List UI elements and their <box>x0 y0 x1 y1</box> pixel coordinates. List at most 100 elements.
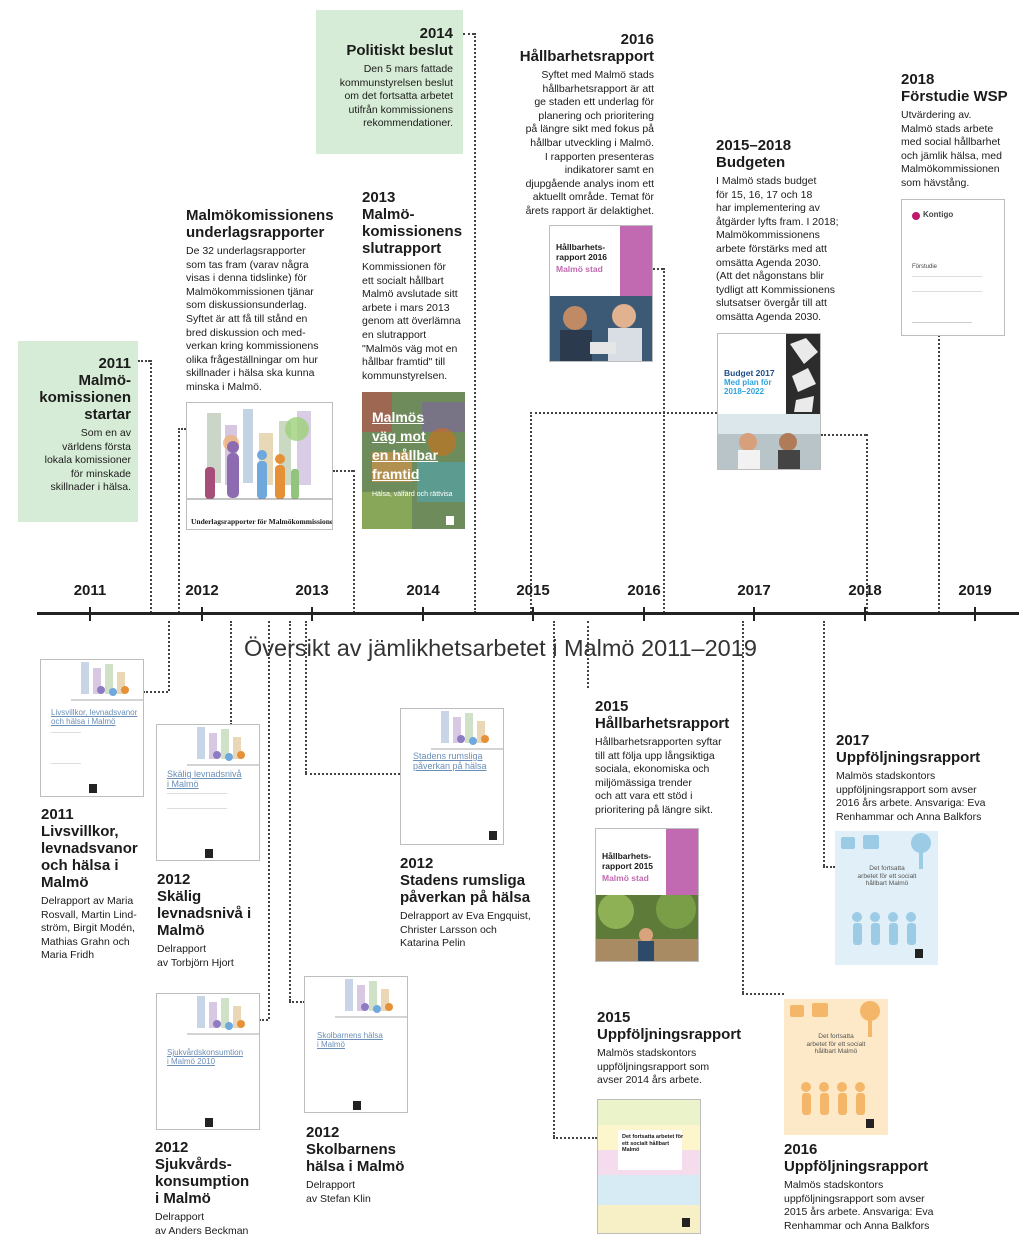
event-budget: 2015–2018 Budgeten I Malmö stads budget … <box>716 137 866 325</box>
cover-subtitle: Malmö stad <box>602 873 649 883</box>
cover-title: Förstudie <box>912 264 938 270</box>
cover-underlagsrapporter: Underlagsrapporter för Malmökommissionen <box>186 402 333 530</box>
connector <box>938 320 940 613</box>
connector <box>289 621 291 1001</box>
event-2016: 2016 Hållbarhetsrapport Syftet med Malmö… <box>500 31 654 219</box>
cover-subtitle: Hälsa, välfärd och rättvisa <box>372 491 453 498</box>
event-year: 2014 <box>419 25 453 42</box>
cover-forstudie-wsp: Kontigo Förstudie <box>901 199 1005 336</box>
cover-uppfoljning-2016: Det fortsatta arbetet för ett socialt hå… <box>784 999 888 1135</box>
report-title: Uppföljningsrapport <box>597 1026 742 1043</box>
report-year: 2012 <box>157 871 191 888</box>
cover-sjukvard: Sjukvårdskonsumtion i Malmö 2010 <box>156 993 260 1130</box>
cover-pink-panel <box>666 829 698 895</box>
axis-tick <box>643 607 645 621</box>
report-skolbarnens: 2012 Skolbarnens hälsa i Malmö Delrappor… <box>306 1124 426 1206</box>
connector <box>742 993 784 995</box>
cover-title: Det fortsatta arbetet för ett socialt hå… <box>806 1033 866 1055</box>
axis-tick <box>89 607 91 621</box>
connector <box>742 621 744 993</box>
report-title: Uppföljningsrapport <box>784 1158 929 1175</box>
event-text: Som en av världens första lokala komissi… <box>44 427 131 494</box>
cover-title: Hållbarhets- rapport 2015 <box>602 851 654 871</box>
event-text: De 32 underlagsrapporter som tas fram (v… <box>186 245 319 393</box>
timeline-axis <box>37 612 1019 615</box>
report-title: Livsvillkor, levnadsvanor och hälsa i Ma… <box>41 823 138 891</box>
connector <box>663 268 665 613</box>
malmo-logo-icon <box>489 831 497 840</box>
axis-tick <box>753 607 755 621</box>
people-illustration <box>790 1001 880 1128</box>
event-underlag: Malmökomissionens underlagsrapporter De … <box>186 207 346 395</box>
report-uppfoljning-2016: 2016 Uppföljningsrapport Malmös stadskon… <box>784 1141 974 1233</box>
cover-hallbarhetsrapport-2016: Hållbarhets- rapport 2016 Malmö stad <box>549 225 653 362</box>
event-title: Politiskt beslut <box>346 42 453 59</box>
cover-title: Det fortsatta arbetet för ett socialt hå… <box>857 865 917 887</box>
event-2014: 2014 Politiskt beslut Den 5 mars fattade… <box>318 25 453 131</box>
connector <box>178 428 186 430</box>
report-title: Skolbarnens hälsa i Malmö <box>306 1141 405 1175</box>
connector <box>653 268 663 270</box>
connector <box>821 434 866 436</box>
connector <box>530 412 717 414</box>
event-2011: 2011 Malmö- komissionen startar Som en a… <box>20 355 131 495</box>
cover-skalig: Skälig levnadsnivå i Malmö <box>156 724 260 861</box>
page-title: Översikt av jämlikhetsarbetet i Malmö 20… <box>244 635 757 661</box>
connector <box>268 621 270 1019</box>
city-illustration <box>187 727 259 766</box>
cover-subtitle: Malmö stad <box>556 264 603 274</box>
malmo-logo-icon <box>205 849 213 858</box>
cover-skolbarnens: Skolbarnens hälsa i Malmö <box>304 976 408 1113</box>
cover-livsvillkor: Livsvillkor, levnadsvanor och hälsa i Ma… <box>40 659 144 797</box>
event-year: 2018 <box>901 71 935 88</box>
connector <box>353 470 355 613</box>
highlight-box-2011 <box>18 341 138 522</box>
connector <box>305 773 400 775</box>
city-illustration <box>335 979 407 1018</box>
event-slutrapport: 2013 Malmö- komissionens slutrapport Kom… <box>362 189 477 383</box>
event-title: Hållbarhetsrapport <box>519 48 654 65</box>
event-year: 2016 <box>620 31 654 48</box>
axis-tick <box>532 607 534 621</box>
event-title: Malmö- komissionens slutrapport <box>362 206 463 257</box>
highlight-box-2014 <box>316 10 463 154</box>
report-year: 2012 <box>155 1139 189 1156</box>
event-title: Malmö- komissionen startar <box>39 372 131 423</box>
report-rumsliga: 2012 Stadens rumsliga påverkan på hälsa … <box>400 855 550 951</box>
report-year: 2012 <box>306 1124 340 1141</box>
cover-title: Sjukvårdskonsumtion i Malmö 2010 <box>167 1048 244 1066</box>
report-title: Skälig levnadsnivå i Malmö <box>157 888 252 939</box>
report-title: Sjukvårds- konsumption i Malmö <box>155 1156 250 1207</box>
event-year: 2015–2018 <box>716 137 792 154</box>
event-year: 2011 <box>98 355 131 372</box>
report-year: 2012 <box>400 855 434 872</box>
cover-label-box <box>618 1130 682 1170</box>
axis-tick <box>864 607 866 621</box>
malmo-logo-icon <box>446 516 454 525</box>
event-text: I Malmö stads budget för 15, 16, 17 och … <box>716 175 839 323</box>
connector <box>333 470 353 472</box>
cover-text-lines <box>912 276 982 292</box>
cover-brand: Kontigo <box>923 210 954 219</box>
cover-title: Skälig levnadsnivå i Malmö <box>167 769 242 789</box>
cover-text-lines <box>167 793 227 809</box>
axis-year-label: 2016 <box>627 582 661 599</box>
cover-title: Det fortsatta arbetet för ett socialt hå… <box>622 1134 684 1153</box>
cover-uppfoljning-2017: Det fortsatta arbetet för ett socialt hå… <box>835 831 938 965</box>
report-year: 2016 <box>784 1141 818 1158</box>
axis-year-label: 2018 <box>848 582 882 599</box>
malmo-logo-icon <box>682 1218 690 1227</box>
cover-budget-2017: Budget 2017 Med plan för 2018–2022 <box>717 333 821 470</box>
cover-stripe <box>598 1175 700 1205</box>
connector <box>553 621 555 1137</box>
report-hallbarhet-2015: 2015 Hållbarhetsrapport Hållbarhetsrappo… <box>595 698 745 818</box>
cover-uppfoljning-2015: Det fortsatta arbetet för ett socialt hå… <box>597 1099 701 1234</box>
report-uppfoljning-2017: 2017 Uppföljningsrapport Malmös stadskon… <box>836 732 1016 824</box>
event-text: Den 5 mars fattade kommunstyrelsen beslu… <box>339 63 453 130</box>
axis-year-label: 2013 <box>295 582 329 599</box>
connector <box>150 360 152 613</box>
report-year: 2015 <box>595 698 629 715</box>
report-title: Stadens rumsliga påverkan på hälsa <box>400 872 531 906</box>
event-text: Syftet med Malmö stads hållbarhetsrappor… <box>525 69 654 217</box>
event-year: 2013 <box>362 189 396 206</box>
